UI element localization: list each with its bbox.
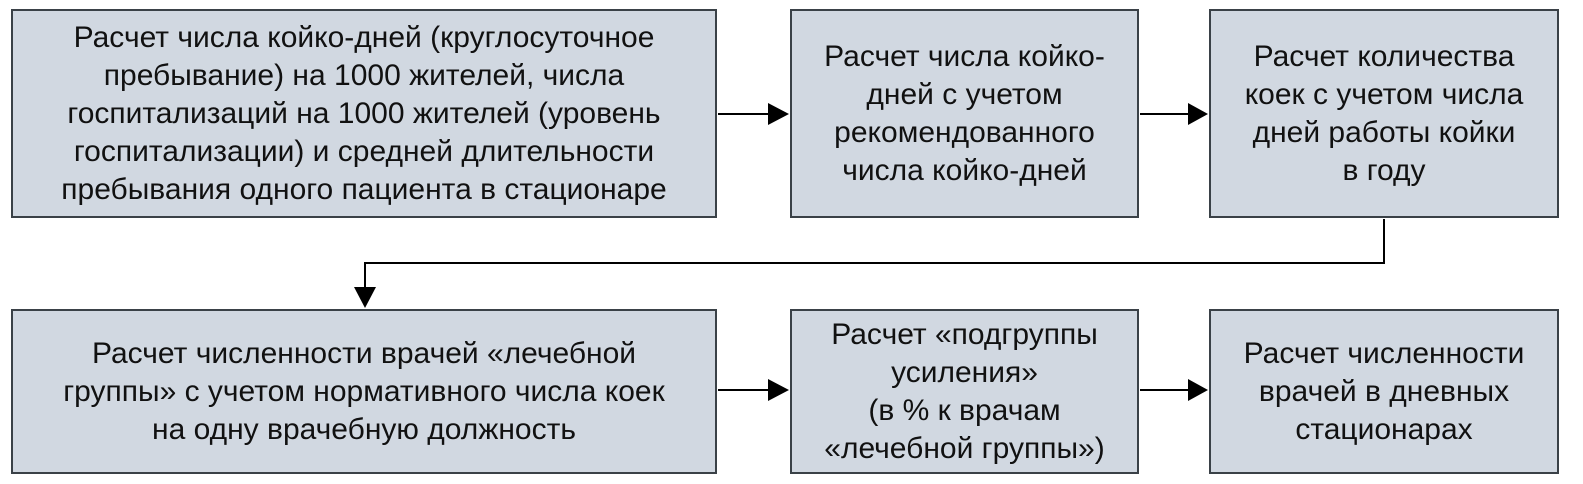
step-label: Расчет численности врачей в дневных стац… (1243, 336, 1525, 446)
arrow-b5-to-b6 (1140, 379, 1208, 401)
arrow-b2-to-b3 (1140, 103, 1208, 125)
step-label: Расчет численности врачей «лечебной груп… (63, 336, 665, 446)
step-label: Расчет «подгруппы усиления» (в % к врача… (824, 317, 1105, 465)
arrow-b3-to-b4 (354, 219, 1385, 308)
arrow-b1-to-b2 (718, 103, 789, 125)
step-label: Расчет числа койко- дней с учетом рекоме… (824, 39, 1105, 187)
step-label: Расчет количества коек с учетом числа дн… (1244, 39, 1524, 187)
step-box-recommended-bed-days: Расчет числа койко- дней с учетом рекоме… (790, 9, 1139, 218)
step-box-bed-days-calculation: Расчет числа койко-дней (круглосуточное … (11, 9, 717, 218)
step-box-bed-count: Расчет количества коек с учетом числа дн… (1209, 9, 1559, 218)
step-box-treatment-group-doctors: Расчет численности врачей «лечебной груп… (11, 309, 717, 474)
step-box-reinforcement-subgroup: Расчет «подгруппы усиления» (в % к врача… (790, 309, 1139, 474)
step-label: Расчет числа койко-дней (круглосуточное … (61, 20, 667, 206)
step-box-day-hospital-doctors: Расчет численности врачей в дневных стац… (1209, 309, 1559, 474)
arrow-b4-to-b5 (718, 379, 789, 401)
